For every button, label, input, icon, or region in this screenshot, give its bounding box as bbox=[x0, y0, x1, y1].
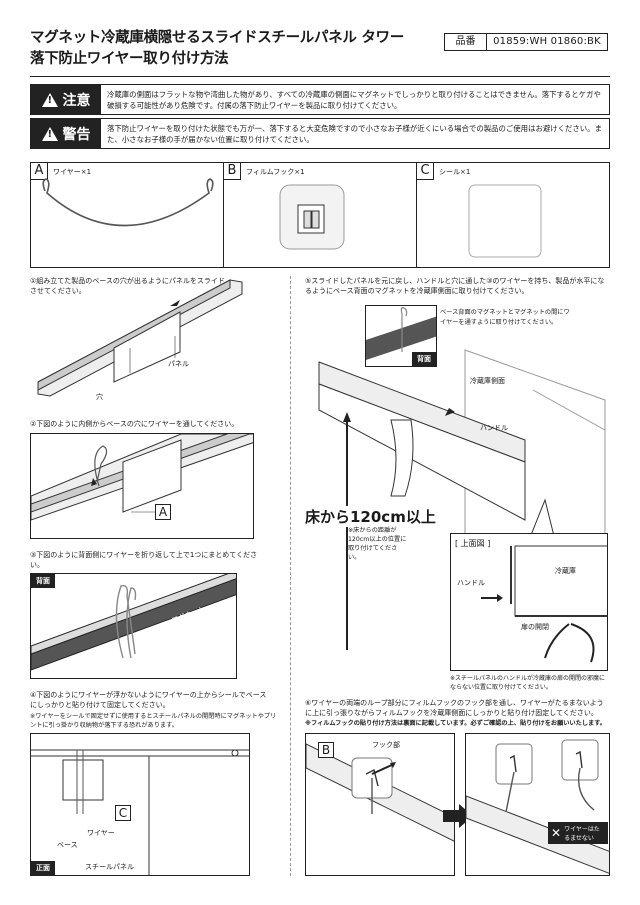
step2-illustration: A bbox=[30, 433, 254, 539]
title-line1: マグネット冷蔵庫横隠せるスライドスチールパネル タワー bbox=[30, 30, 404, 46]
title-line2: 落下防止ワイヤー取り付け方法 bbox=[30, 51, 229, 67]
step2-text: ②下図のように内側からベースの穴にワイヤーを通してください。 bbox=[30, 420, 239, 428]
step5-fridge-side-label: 冷蔵庫側面 bbox=[470, 377, 505, 385]
step1-illustration bbox=[37, 279, 243, 397]
caution-label: 注意 bbox=[31, 85, 101, 114]
caution-text: 冷蔵庫の側面はフラットな物や湾曲した物があり、すべての冷蔵庫の側面にマグネットで… bbox=[107, 90, 601, 110]
step5-note: ベース背面のマグネットとマグネットの間にワイヤーを通すように取り付けてください。 bbox=[440, 309, 570, 326]
step4-tag-c: C bbox=[115, 805, 131, 821]
warning-label-text: 警告 bbox=[62, 126, 91, 143]
step4-illustration: C ワイヤー ベース 正面 スチールパネル bbox=[30, 733, 250, 876]
step1-hole-label: 穴 bbox=[96, 393, 103, 401]
product-number-value: 01859:WH 01860:BK bbox=[493, 36, 601, 47]
part-name: ワイヤー×1 bbox=[53, 168, 92, 176]
step5-height-label: 床から120cm以上 bbox=[303, 506, 438, 527]
step5-back-detail: 背面 bbox=[365, 305, 437, 367]
page-title: マグネット冷蔵庫横隠せるスライドスチールパネル タワー 落下防止ワイヤー取り付け… bbox=[30, 28, 404, 70]
warning-text: 落下防止ワイヤーを取り付けた状態でも万が一、落下すると大変危険ですので小さなお子… bbox=[107, 124, 602, 144]
step2-tag-a: A bbox=[155, 504, 171, 520]
part-a: A ワイヤー×1 bbox=[31, 163, 224, 267]
step6-left-illustration: B フック部 bbox=[305, 733, 455, 876]
step5-top-view: [ 上面図 ] 冷蔵庫 ハンドル 扉の開閉 bbox=[450, 533, 608, 671]
part-c: C シール×1 bbox=[417, 163, 609, 267]
product-number-label: 品番 bbox=[445, 34, 487, 50]
caution-box: 注意 冷蔵庫の側面はフラットな物や湾曲した物があり、すべての冷蔵庫の側面にマグネ… bbox=[30, 84, 610, 115]
step6-right-illustration: ✕ ワイヤーはたるませない bbox=[465, 733, 610, 876]
step5-handle2-label: ハンドル bbox=[457, 579, 485, 587]
film-hook-illustration bbox=[279, 184, 345, 250]
seal-illustration bbox=[468, 184, 542, 258]
step5-door-label: 扉の開閉 bbox=[521, 623, 549, 631]
parts-list: A ワイヤー×1 B フィルムフック×1 C シール×1 bbox=[30, 162, 610, 268]
caution-label-text: 注意 bbox=[62, 92, 91, 109]
step5-note2: ※スチールパネルのハンドルが冷蔵庫の扉の開閉の邪魔にならない位置に取り付けてくだ… bbox=[450, 675, 606, 691]
step6-text: ⑥ワイヤーの両端のループ部分にフィルムフックのフック部を通し、ワイヤーがたるまな… bbox=[305, 699, 604, 717]
step5-text: ⑤スライドしたパネルを元に戻し、ハンドルと穴に通した③のワイヤーを持ち、製品が水… bbox=[305, 277, 605, 295]
step1-text: ①組み立てた製品のベースの穴が出るようにパネルをスライドさせてください。 bbox=[30, 277, 225, 295]
step6-ng-text: ワイヤーはたるませない bbox=[564, 826, 600, 842]
step6-tag-b: B bbox=[318, 742, 334, 758]
step5-back-tag: 背面 bbox=[412, 352, 436, 366]
product-number-box: 品番 01859:WH 01860:BK bbox=[444, 33, 608, 51]
step5-height-note: ※床からの距離が120cm以上の位置に取り付けてください。 bbox=[348, 527, 407, 561]
wire-illustration bbox=[42, 178, 214, 227]
column-divider bbox=[290, 276, 291, 876]
step4-note: ※ワイヤーをシールで固定せずに使用するとスチールパネルの開閉時にマグネットやプリ… bbox=[30, 713, 277, 729]
part-name: フィルムフック×1 bbox=[246, 168, 305, 176]
warning-triangle-icon bbox=[41, 126, 58, 141]
part-name: シール×1 bbox=[439, 168, 471, 176]
step4-base-label: ベース bbox=[57, 841, 78, 849]
cross-icon: ✕ bbox=[551, 826, 562, 840]
header-rule bbox=[30, 76, 610, 77]
part-letter: A bbox=[31, 163, 48, 180]
step4-wire-label: ワイヤー bbox=[87, 829, 115, 837]
step3-illustration: 背面 マグネット マグネット bbox=[30, 573, 237, 679]
step1-panel-label: パネル bbox=[168, 360, 189, 368]
step5-top-view-label: [ 上面図 ] bbox=[455, 539, 491, 548]
step6-hook-label: フック部 bbox=[372, 741, 400, 749]
step4-front-tag: 正面 bbox=[31, 861, 55, 875]
step3-text: ③下図のように背面側にワイヤーを折り返して上で1つにまとめてください。 bbox=[30, 551, 258, 569]
warning-label: 警告 bbox=[31, 119, 101, 148]
part-b: B フィルムフック×1 bbox=[224, 163, 417, 267]
step5-fridge-label: 冷蔵庫 bbox=[555, 567, 576, 575]
warning-triangle-icon bbox=[41, 92, 58, 107]
step5-handle-label: ハンドル bbox=[480, 424, 508, 432]
step4-text: ④下図のようにワイヤーが浮かないようにワイヤーの上からシールでベースにしっかりと… bbox=[30, 691, 267, 709]
step6-ng-badge: ✕ ワイヤーはたるませない bbox=[548, 822, 608, 844]
step6-note: ※フィルムフックの貼り付け方法は裏面に記載しています。必ずご確認の上、貼り付けを… bbox=[305, 720, 606, 727]
warning-box: 警告 落下防止ワイヤーを取り付けた状態でも万が一、落下すると大変危険ですので小さ… bbox=[30, 118, 610, 149]
part-letter: C bbox=[417, 163, 434, 180]
part-letter: B bbox=[224, 163, 241, 180]
step3-back-tag: 背面 bbox=[31, 574, 55, 588]
step4-panel-label: スチールパネル bbox=[85, 863, 134, 871]
